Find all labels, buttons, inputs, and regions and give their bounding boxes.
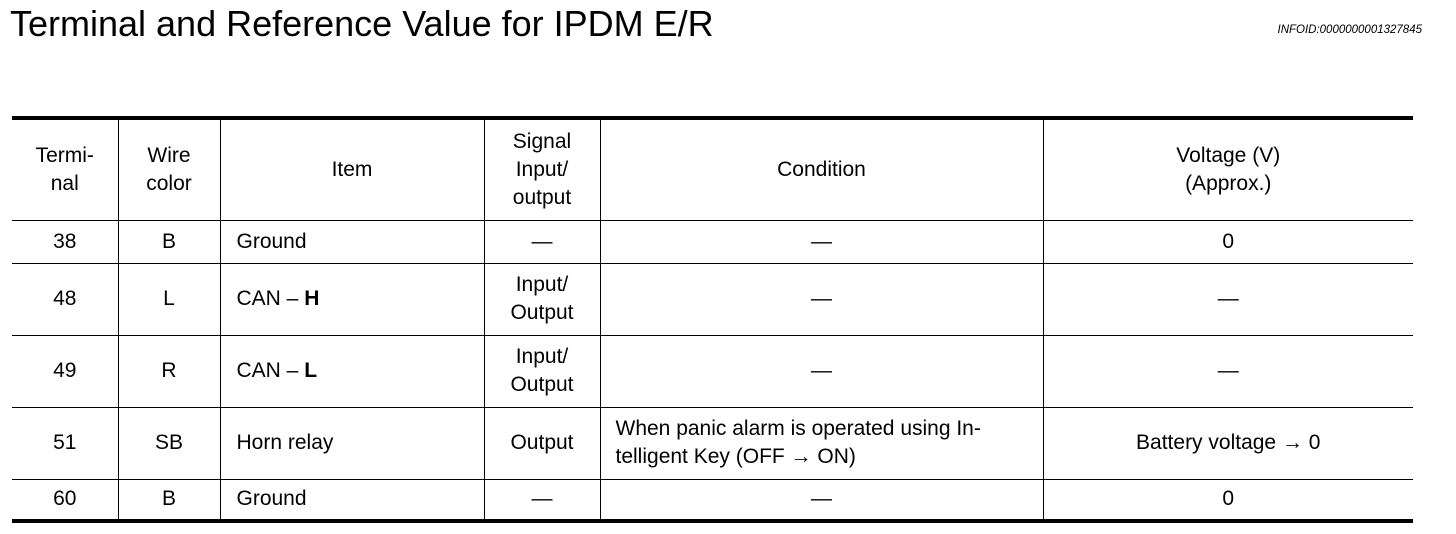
cell-terminal: 49 xyxy=(12,335,119,408)
cell-item-suffix: L xyxy=(304,359,318,382)
cell-wire-color: R xyxy=(117,335,221,408)
table-row: 51 SB Horn relay Output When panic alarm… xyxy=(12,407,1413,480)
cell-wire-color: SB xyxy=(117,407,221,480)
cell-voltage: 0 xyxy=(1042,220,1413,264)
header-terminal-line2: nal xyxy=(50,171,79,195)
cell-wire-color: L xyxy=(117,263,221,336)
header-wire-color: Wire color xyxy=(117,116,221,221)
cell-terminal: 38 xyxy=(12,220,119,264)
cell-voltage: Battery voltage → 0 xyxy=(1042,407,1413,480)
cell-signal-line2: Output xyxy=(510,301,574,324)
cell-item: Horn relay xyxy=(219,407,485,480)
header-terminal: Termi- nal xyxy=(12,116,119,221)
header-voltage: Voltage (V) (Approx.) xyxy=(1042,116,1413,221)
cell-wire-color: B xyxy=(117,220,221,264)
cell-terminal: 48 xyxy=(12,263,119,336)
cell-item: Ground xyxy=(219,479,485,523)
cell-signal-line1: Input/ xyxy=(515,345,569,368)
cell-item-prefix: CAN – xyxy=(236,287,305,310)
cell-item: CAN – L xyxy=(219,335,485,408)
header-voltage-line2: (Approx.) xyxy=(1185,171,1272,195)
header-item-line1: Item xyxy=(331,157,373,181)
header-condition: Condition xyxy=(599,116,1044,221)
table-row: 60 B Ground — — 0 xyxy=(12,479,1413,523)
table-header-row: Termi- nal Wire color Item Signal Input/… xyxy=(12,116,1413,221)
cell-signal: Input/ Output xyxy=(483,335,601,408)
table-row: 49 R CAN – L Input/ Output — — xyxy=(12,335,1413,408)
header-wire-color-line2: color xyxy=(146,171,192,195)
header-signal-line2: Input/ xyxy=(515,157,569,181)
cell-signal: — xyxy=(483,479,601,523)
cell-voltage: — xyxy=(1042,335,1413,408)
cell-condition: — xyxy=(599,263,1044,336)
cell-item-prefix: CAN – xyxy=(236,359,305,382)
cell-item-suffix: H xyxy=(304,287,320,310)
cell-condition: — xyxy=(599,335,1044,408)
cell-condition-line1: When panic alarm is operated using In- xyxy=(615,417,981,440)
header-signal-line1: Signal xyxy=(512,129,572,153)
cell-condition: When panic alarm is operated using In- t… xyxy=(599,407,1044,480)
header-wire-color-line1: Wire xyxy=(147,143,191,167)
header-terminal-line1: Termi- xyxy=(35,143,94,167)
terminal-reference-table: Termi- nal Wire color Item Signal Input/… xyxy=(12,116,1413,523)
cell-signal-line1: Input/ xyxy=(515,273,569,296)
header-voltage-line1: Voltage (V) xyxy=(1176,143,1281,167)
cell-condition-line2: telligent Key (OFF → ON) xyxy=(615,445,856,468)
header-item: Item xyxy=(219,116,485,221)
cell-condition: — xyxy=(599,220,1044,264)
header-condition-line1: Condition xyxy=(777,157,866,181)
cell-voltage: — xyxy=(1042,263,1413,336)
cell-terminal: 60 xyxy=(12,479,119,523)
table-row: 38 B Ground — — 0 xyxy=(12,220,1413,264)
cell-terminal: 51 xyxy=(12,407,119,480)
cell-condition: — xyxy=(599,479,1044,523)
header-signal: Signal Input/ output xyxy=(483,116,601,221)
cell-wire-color: B xyxy=(117,479,221,523)
cell-signal: Input/ Output xyxy=(483,263,601,336)
info-id: INFOID:0000000001327845 xyxy=(1277,24,1423,36)
page-title: Terminal and Reference Value for IPDM E/… xyxy=(10,3,714,44)
header-signal-line3: output xyxy=(512,185,572,209)
cell-signal: Output xyxy=(483,407,601,480)
table-row: 48 L CAN – H Input/ Output — — xyxy=(12,263,1413,336)
cell-voltage: 0 xyxy=(1042,479,1413,523)
cell-item: Ground xyxy=(219,220,485,264)
cell-signal: — xyxy=(483,220,601,264)
cell-signal-line2: Output xyxy=(510,373,574,396)
cell-item: CAN – H xyxy=(219,263,485,336)
